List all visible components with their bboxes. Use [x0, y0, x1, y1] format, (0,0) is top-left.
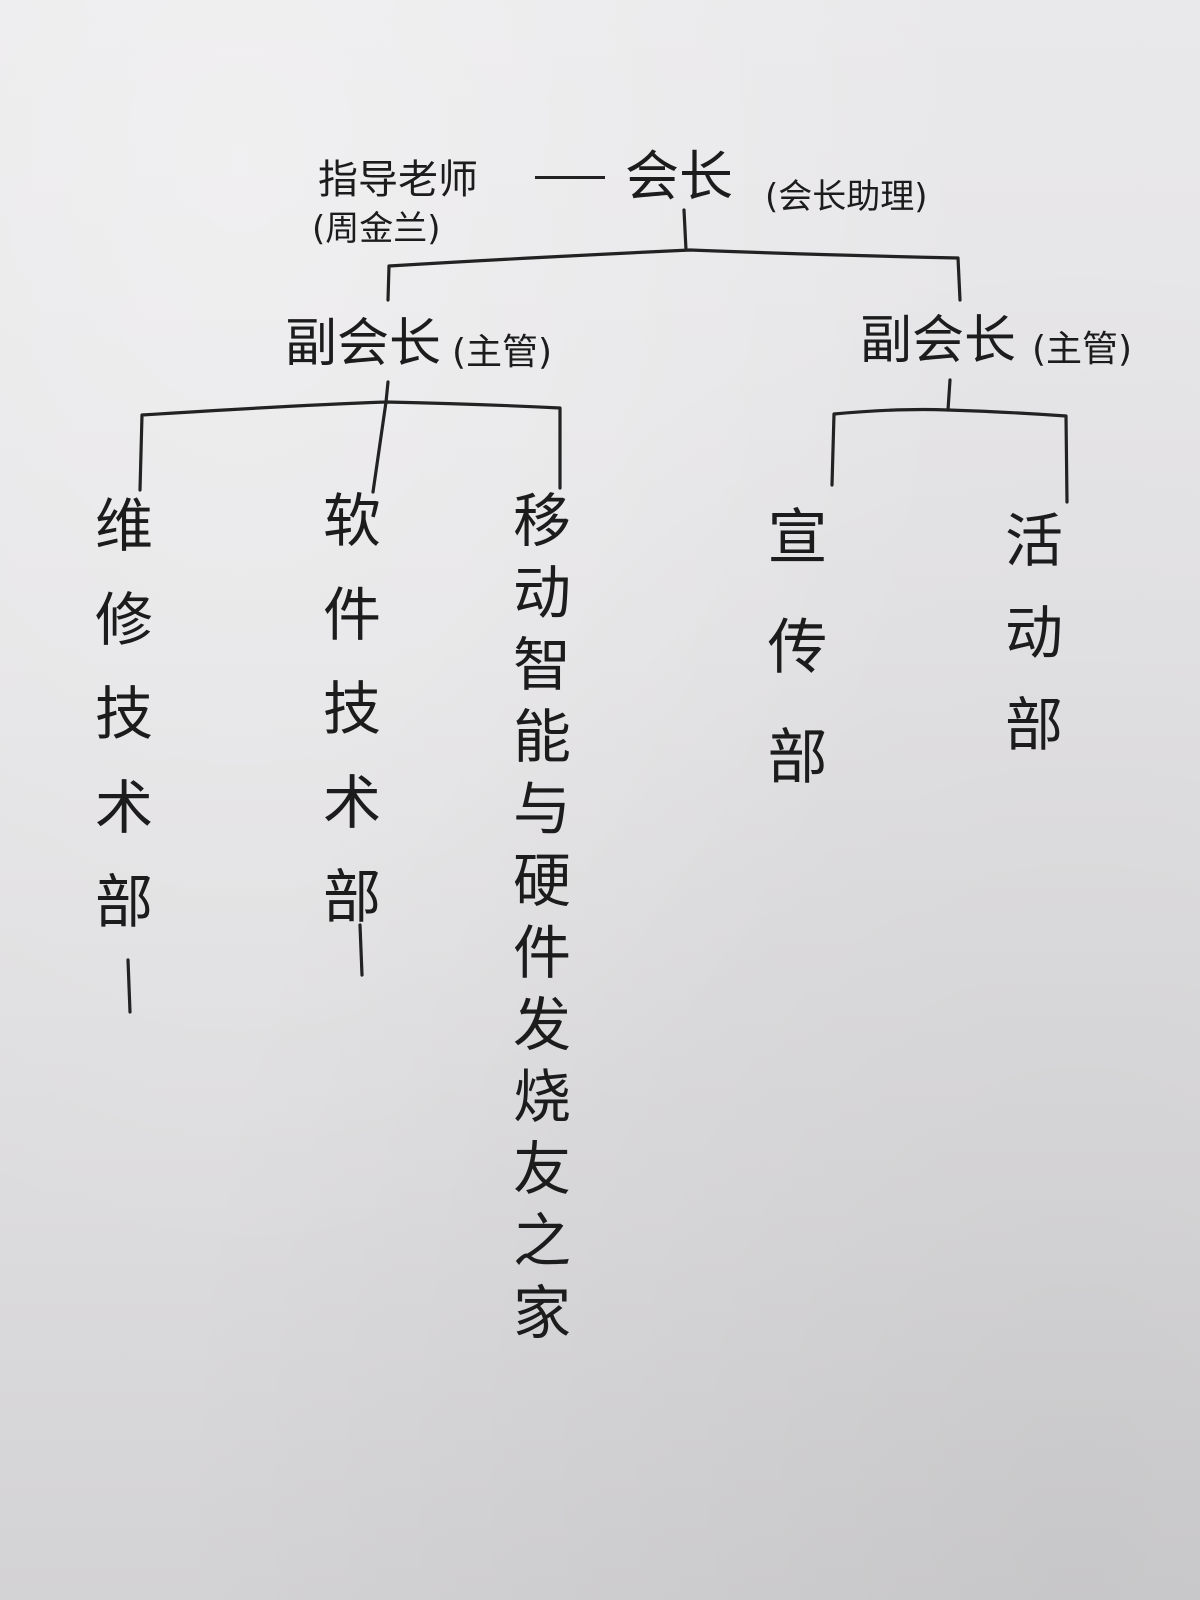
connector-left-vp-crossbar [138, 400, 562, 492]
connector-top-crossbar [386, 248, 962, 302]
connector-left-vp-stem [384, 380, 390, 404]
department-software-tech: 软件技术部 [313, 490, 381, 960]
vice-president-right-note: (主管) [1032, 329, 1133, 370]
connector-left-vp-middle-drop [371, 400, 388, 494]
department-activity: 活动部 [995, 510, 1063, 786]
connector-right-vp-crossbar [830, 407, 1069, 504]
connector-president-stem [682, 208, 688, 252]
president-title: 会长 [625, 145, 733, 208]
department-repair-tech: 维修技术部 [85, 495, 153, 965]
connector-repair-tail [126, 958, 132, 1014]
advisor-connector-dash [535, 176, 605, 179]
vice-president-right-title: 副会长 [860, 311, 1017, 371]
advisor-title: 指导老师 [318, 157, 478, 203]
connector-software-tail [358, 923, 364, 977]
vice-president-left-title: 副会长 [285, 314, 442, 374]
department-mobile-hardware: 移动智能与硬件发烧友之家 [503, 490, 571, 1354]
president-assistant-note: (会长助理) [765, 177, 928, 217]
vice-president-left-note: (主管) [452, 332, 553, 373]
advisor-name: (周金兰) [312, 209, 441, 249]
connector-right-vp-stem [946, 378, 952, 412]
department-publicity: 宣传部 [757, 505, 827, 835]
